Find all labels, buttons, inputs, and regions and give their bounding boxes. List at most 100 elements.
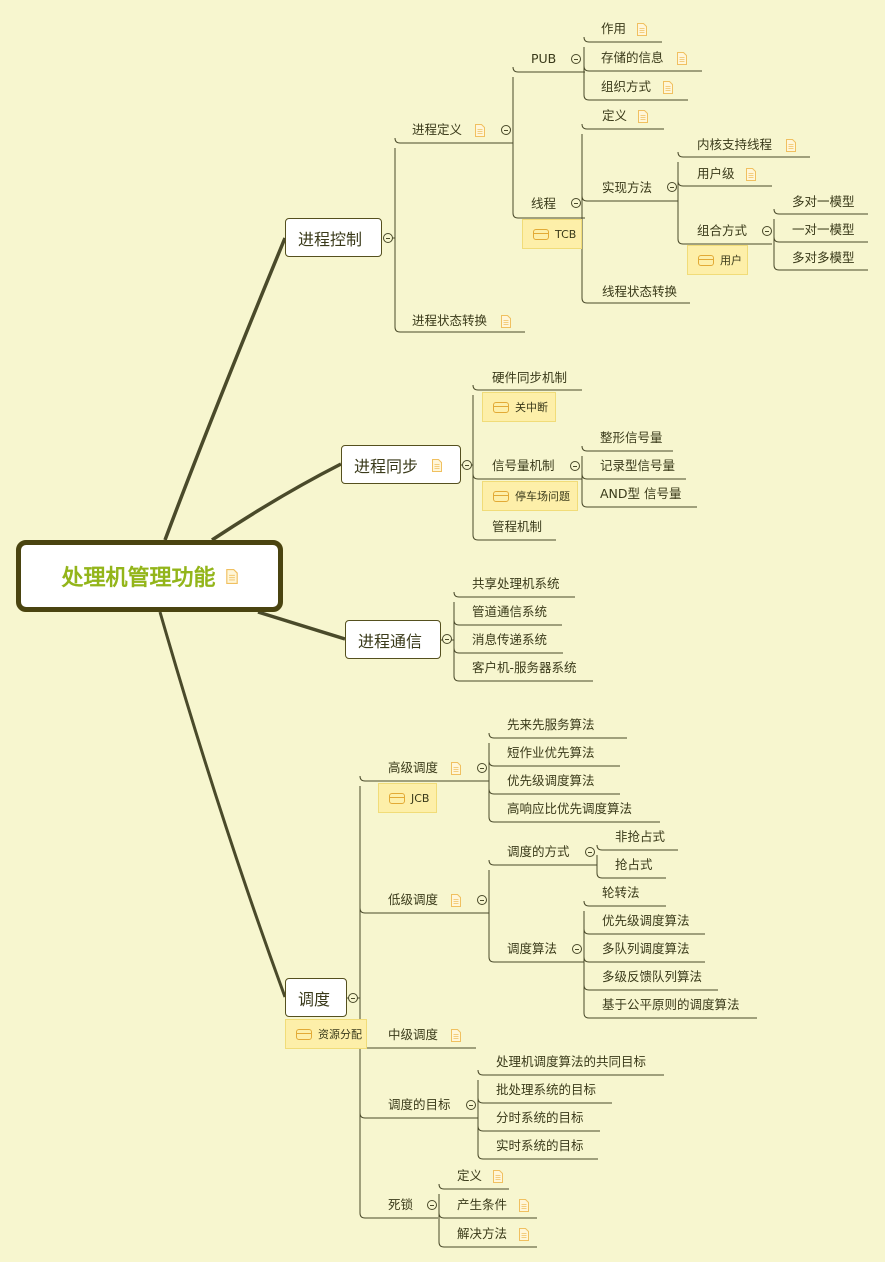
connector-line bbox=[488, 816, 660, 823]
topic-scheduling[interactable]: 调度 bbox=[285, 978, 347, 1017]
tag-parking-problem[interactable]: 停车场问题 bbox=[482, 481, 578, 511]
node-comm-item[interactable]: 共享处理机系统 bbox=[472, 576, 560, 591]
collapse-toggle[interactable] bbox=[571, 54, 581, 64]
node-combination[interactable]: 组合方式 bbox=[697, 223, 748, 238]
node-thread-definition[interactable]: 定义 bbox=[602, 108, 628, 123]
node-model[interactable]: 多对一模型 bbox=[792, 194, 855, 209]
note-icon bbox=[451, 894, 461, 907]
connector-line bbox=[453, 647, 563, 654]
node-pub-item[interactable]: 组织方式 bbox=[601, 79, 652, 94]
tag-jcb[interactable]: JCB bbox=[378, 783, 437, 813]
node-semaphore-item[interactable]: 整形信号量 bbox=[600, 430, 663, 445]
collapse-toggle[interactable] bbox=[383, 233, 393, 243]
topic-process-comm[interactable]: 进程通信 bbox=[345, 620, 441, 659]
node-mid-level[interactable]: 中级调度 bbox=[388, 1027, 439, 1042]
node-thread[interactable]: 线程 bbox=[531, 196, 557, 211]
node-sched-algorithms[interactable]: 调度算法 bbox=[507, 941, 558, 956]
node-pub[interactable]: PUB bbox=[531, 51, 557, 66]
node-pub-item[interactable]: 作用 bbox=[601, 21, 627, 36]
connector-line bbox=[488, 760, 620, 767]
node-process-state[interactable]: 进程状态转换 bbox=[412, 313, 488, 328]
topic-process-control[interactable]: 进程控制 bbox=[285, 218, 382, 257]
node-goal-item[interactable]: 处理机调度算法的共同目标 bbox=[496, 1054, 647, 1069]
collapse-toggle[interactable] bbox=[501, 125, 511, 135]
tag-tcb[interactable]: TCB bbox=[522, 219, 582, 249]
connector-line bbox=[453, 619, 562, 626]
node-algorithm-item[interactable]: 基于公平原则的调度算法 bbox=[602, 997, 740, 1012]
node-model[interactable]: 多对多模型 bbox=[792, 250, 855, 265]
node-comm-item[interactable]: 消息传递系统 bbox=[472, 632, 548, 647]
node-thread-state[interactable]: 线程状态转换 bbox=[602, 284, 678, 299]
node-high-item[interactable]: 短作业优先算法 bbox=[507, 745, 595, 760]
node-implementation[interactable]: 实现方法 bbox=[602, 180, 653, 195]
tag-disable-interrupt[interactable]: 关中断 bbox=[482, 392, 556, 422]
collapse-toggle[interactable] bbox=[462, 460, 472, 470]
connector-line bbox=[488, 859, 597, 866]
tag-resource-allocation[interactable]: 资源分配 bbox=[285, 1019, 367, 1049]
connector-line bbox=[773, 236, 868, 243]
collapse-toggle[interactable] bbox=[572, 944, 582, 954]
node-deadlock[interactable]: 死锁 bbox=[388, 1197, 414, 1212]
node-comm-item[interactable]: 客户机-服务器系统 bbox=[472, 660, 577, 675]
node-high-level[interactable]: 高级调度 bbox=[388, 760, 439, 775]
node-kernel-thread[interactable]: 内核支持线程 bbox=[697, 137, 773, 152]
tag-label: 停车场问题 bbox=[515, 490, 570, 503]
collapse-toggle[interactable] bbox=[667, 182, 677, 192]
tag-label: 用户 bbox=[720, 254, 742, 267]
node-hardware-sync[interactable]: 硬件同步机制 bbox=[492, 370, 568, 385]
topic-process-sync[interactable]: 进程同步 bbox=[341, 445, 461, 484]
collapse-toggle[interactable] bbox=[466, 1100, 476, 1110]
node-monitor[interactable]: 管程机制 bbox=[492, 519, 543, 534]
collapse-toggle[interactable] bbox=[442, 634, 452, 644]
node-goal-item[interactable]: 分时系统的目标 bbox=[496, 1110, 584, 1125]
node-deadlock-item[interactable]: 解决方法 bbox=[457, 1226, 508, 1241]
node-deadlock-item[interactable]: 产生条件 bbox=[457, 1197, 508, 1212]
connector-line bbox=[773, 208, 868, 215]
node-user-level[interactable]: 用户级 bbox=[697, 166, 735, 181]
node-process-definition[interactable]: 进程定义 bbox=[412, 122, 463, 137]
node-high-item[interactable]: 高响应比优先调度算法 bbox=[507, 801, 633, 816]
node-method-item[interactable]: 抢占式 bbox=[615, 857, 653, 872]
node-goal-item[interactable]: 实时系统的目标 bbox=[496, 1138, 584, 1153]
node-semaphore-item[interactable]: 记录型信号量 bbox=[600, 458, 676, 473]
connector-line bbox=[359, 1042, 476, 1049]
node-algorithm-item[interactable]: 轮转法 bbox=[602, 885, 640, 900]
collapse-toggle[interactable] bbox=[348, 993, 358, 1003]
node-semaphore-item[interactable]: AND型 信号量 bbox=[600, 486, 682, 501]
node-semaphore[interactable]: 信号量机制 bbox=[492, 458, 555, 473]
node-algorithm-item[interactable]: 优先级调度算法 bbox=[602, 913, 690, 928]
collapse-toggle[interactable] bbox=[585, 847, 595, 857]
node-model[interactable]: 一对一模型 bbox=[792, 222, 855, 237]
collapse-toggle[interactable] bbox=[477, 763, 487, 773]
connector-line bbox=[472, 534, 556, 541]
node-method-item[interactable]: 非抢占式 bbox=[615, 829, 666, 844]
note-icon bbox=[519, 1199, 529, 1212]
connector-line bbox=[477, 1069, 664, 1076]
collapse-toggle[interactable] bbox=[570, 461, 580, 471]
collapse-toggle[interactable] bbox=[571, 198, 581, 208]
node-high-item[interactable]: 优先级调度算法 bbox=[507, 773, 595, 788]
node-low-level[interactable]: 低级调度 bbox=[388, 892, 439, 907]
connector-line bbox=[581, 297, 690, 304]
connector-line bbox=[596, 872, 666, 879]
node-algorithm-item[interactable]: 多队列调度算法 bbox=[602, 941, 690, 956]
connector-line bbox=[773, 264, 868, 271]
node-sched-methods[interactable]: 调度的方式 bbox=[507, 844, 570, 859]
node-algorithm-item[interactable]: 多级反馈队列算法 bbox=[602, 969, 703, 984]
node-goal-item[interactable]: 批处理系统的目标 bbox=[496, 1082, 597, 1097]
root-topic[interactable]: 处理机管理功能 bbox=[16, 540, 283, 612]
node-deadlock-item[interactable]: 定义 bbox=[457, 1168, 483, 1183]
tag-user[interactable]: 用户 bbox=[687, 245, 748, 275]
node-comm-item[interactable]: 管道通信系统 bbox=[472, 604, 548, 619]
connector-line bbox=[477, 1125, 600, 1132]
tag-label: JCB bbox=[411, 791, 430, 805]
node-sched-goals[interactable]: 调度的目标 bbox=[388, 1097, 451, 1112]
collapse-toggle[interactable] bbox=[477, 895, 487, 905]
node-pub-item[interactable]: 存储的信息 bbox=[601, 50, 664, 65]
node-high-item[interactable]: 先来先服务算法 bbox=[507, 717, 595, 732]
collapse-toggle[interactable] bbox=[762, 226, 772, 236]
collapse-toggle[interactable] bbox=[427, 1200, 437, 1210]
connector-line bbox=[583, 928, 705, 935]
topic-label: 进程同步 bbox=[354, 456, 419, 476]
